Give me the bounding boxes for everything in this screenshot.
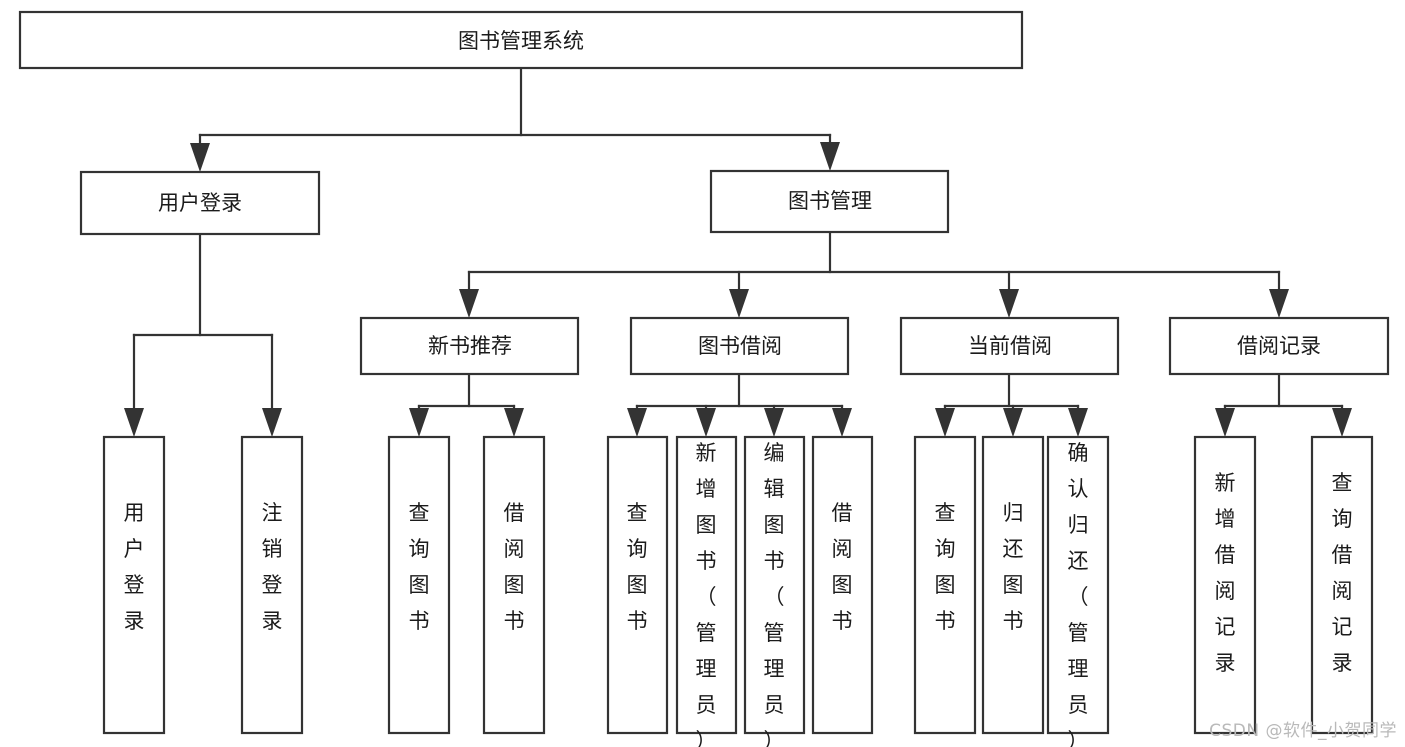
node-leaf-query-book-2-label: 查询图书 (627, 501, 648, 633)
node-new-book-recommend[interactable]: 新书推荐 (359, 316, 580, 376)
node-user-login-label: 用户登录 (158, 191, 242, 215)
node-leaf-query-record[interactable]: 查询借阅记录 (1310, 435, 1374, 735)
arrowhead-leaf-user-login (124, 408, 144, 437)
node-leaf-edit-book[interactable]: 编辑图书（管理员） (743, 435, 806, 747)
node-leaf-return-book-label: 归还图书 (1003, 501, 1024, 633)
node-leaf-edit-book-label: 编辑图书（管理员） (764, 441, 785, 747)
arrowhead-leaf-return-book (1003, 408, 1023, 437)
node-leaf-query-book-3-box[interactable] (913, 435, 977, 735)
node-leaf-borrow-book-1-box[interactable] (482, 435, 546, 735)
node-leaf-add-book[interactable]: 新增图书（管理员） (675, 435, 738, 747)
node-leaf-user-login-box[interactable] (102, 435, 166, 735)
arrowhead-leaf-borrow-book-2 (832, 408, 852, 437)
node-leaf-logout-box[interactable] (240, 435, 304, 735)
node-leaf-confirm-return-label: 确认归还（管理员） (1068, 441, 1089, 747)
arrowhead-current-borrow (999, 289, 1019, 318)
node-leaf-query-book-1-box[interactable] (387, 435, 451, 735)
node-current-borrow-label: 当前借阅 (968, 334, 1052, 358)
node-leaf-query-book-3[interactable]: 查询图书 (913, 435, 977, 735)
arrowhead-leaf-query-book-3 (935, 408, 955, 437)
node-leaf-query-book-1-label: 查询图书 (409, 501, 430, 633)
node-leaf-add-book-label: 新增图书（管理员） (696, 441, 717, 747)
node-new-book-recommend-label: 新书推荐 (428, 334, 512, 358)
node-leaf-query-record-label: 查询借阅记录 (1332, 471, 1353, 675)
arrowhead-user-login (190, 143, 210, 172)
arrowhead-leaf-add-record (1215, 408, 1235, 437)
node-book-manage-box[interactable] (709, 169, 950, 234)
node-leaf-query-book-1[interactable]: 查询图书 (387, 435, 451, 735)
node-borrow-record-label: 借阅记录 (1237, 334, 1321, 358)
connectors-layer (124, 66, 1352, 437)
arrowhead-leaf-query-book-1 (409, 408, 429, 437)
node-book-borrow[interactable]: 图书借阅 (629, 316, 850, 376)
node-leaf-user-login[interactable]: 用户登录 (102, 435, 166, 735)
node-book-borrow-label: 图书借阅 (698, 334, 782, 358)
arrowhead-book-borrow (729, 289, 749, 318)
node-book-manage-label: 图书管理 (788, 189, 872, 213)
node-leaf-return-book-box[interactable] (981, 435, 1045, 735)
node-leaf-edit-book-box[interactable] (743, 435, 806, 735)
arrowhead-borrow-record (1269, 289, 1289, 318)
node-leaf-query-record-box[interactable] (1310, 435, 1374, 735)
arrowhead-book-manage (820, 142, 840, 171)
arrowhead-leaf-query-book-2 (627, 408, 647, 437)
node-leaf-add-book-box[interactable] (675, 435, 738, 735)
node-leaf-add-record[interactable]: 新增借阅记录 (1193, 435, 1257, 735)
node-user-login[interactable]: 用户登录 (79, 170, 321, 236)
node-leaf-query-book-2-box[interactable] (606, 435, 669, 735)
node-leaf-logout-label: 注销登录 (262, 501, 283, 633)
node-leaf-confirm-return[interactable]: 确认归还（管理员） (1046, 435, 1110, 747)
node-root[interactable]: 图书管理系统 (18, 10, 1024, 70)
arrowhead-leaf-logout (262, 408, 282, 437)
node-leaf-return-book[interactable]: 归还图书 (981, 435, 1045, 735)
arrowhead-leaf-query-record (1332, 408, 1352, 437)
node-root-box[interactable] (18, 10, 1024, 70)
node-leaf-borrow-book-1-label: 借阅图书 (504, 501, 525, 633)
node-user-login-box[interactable] (79, 170, 321, 236)
node-root-label: 图书管理系统 (458, 29, 584, 53)
node-current-borrow-box[interactable] (899, 316, 1120, 376)
node-current-borrow[interactable]: 当前借阅 (899, 316, 1120, 376)
node-leaf-add-record-label: 新增借阅记录 (1215, 471, 1236, 675)
node-leaf-user-login-label: 用户登录 (124, 501, 145, 633)
node-leaf-query-book-3-label: 查询图书 (935, 501, 956, 633)
node-leaf-borrow-book-1[interactable]: 借阅图书 (482, 435, 546, 735)
node-leaf-query-book-2[interactable]: 查询图书 (606, 435, 669, 735)
node-leaf-confirm-return-box[interactable] (1046, 435, 1110, 735)
arrowhead-leaf-confirm-return (1068, 408, 1088, 437)
node-book-borrow-box[interactable] (629, 316, 850, 376)
arrowhead-leaf-add-book (696, 408, 716, 437)
node-leaf-add-record-box[interactable] (1193, 435, 1257, 735)
arrowhead-leaf-edit-book (764, 408, 784, 437)
node-leaf-borrow-book-2-label: 借阅图书 (832, 501, 853, 633)
node-new-book-recommend-box[interactable] (359, 316, 580, 376)
node-borrow-record-box[interactable] (1168, 316, 1390, 376)
node-borrow-record[interactable]: 借阅记录 (1168, 316, 1390, 376)
node-leaf-borrow-book-2[interactable]: 借阅图书 (811, 435, 874, 735)
node-leaf-logout[interactable]: 注销登录 (240, 435, 304, 735)
node-book-manage[interactable]: 图书管理 (709, 169, 950, 234)
arrowhead-new-book-recommend (459, 289, 479, 318)
node-leaf-borrow-book-2-box[interactable] (811, 435, 874, 735)
arrowhead-leaf-borrow-book-1 (504, 408, 524, 437)
